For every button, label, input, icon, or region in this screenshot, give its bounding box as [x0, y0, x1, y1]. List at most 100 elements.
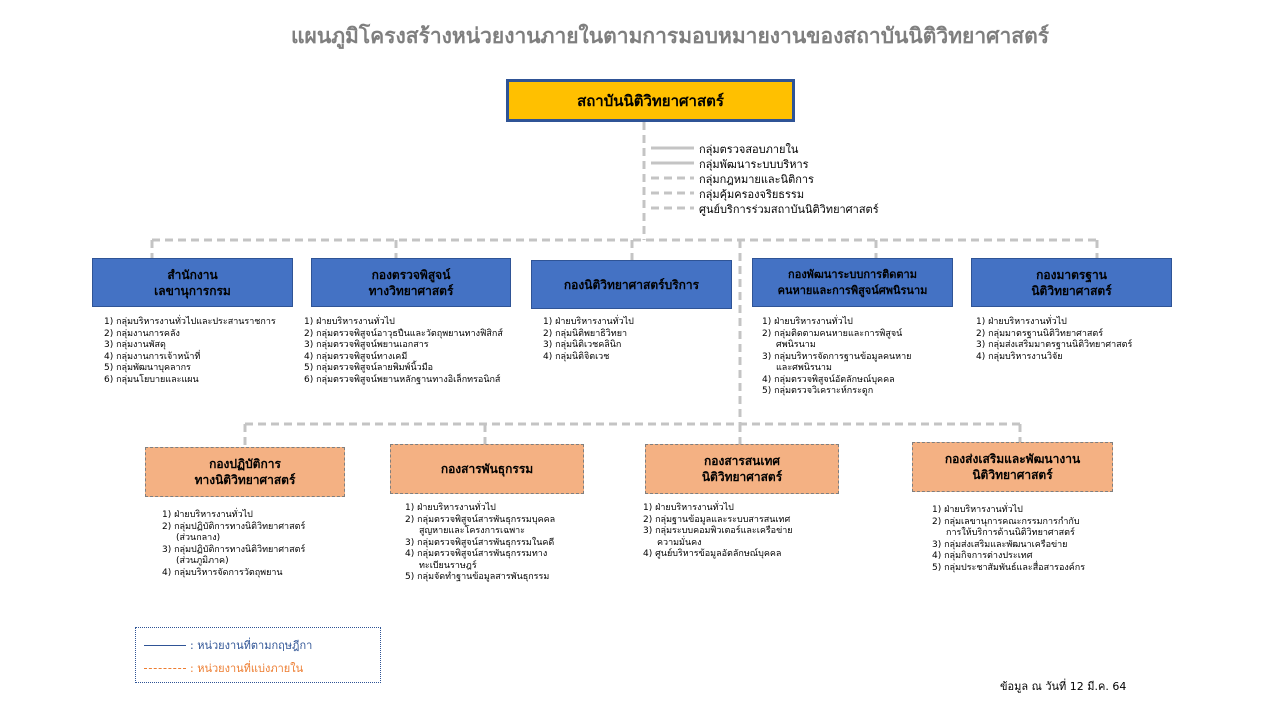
division-name-line1: กองนิติวิทยาศาสตร์บริการ	[563, 277, 700, 292]
aux-unit-list: กลุ่มตรวจสอบภายใน กลุ่มพัฒนาระบบบริหาร ก…	[699, 142, 879, 217]
division-box-secretariat: สำนักงาน เลขานุการกรม	[92, 258, 293, 307]
list-item: 3) กลุ่มส่งเสริมและพัฒนาเครือข่าย	[932, 539, 1068, 550]
division-box-promotion: กองส่งเสริมและพัฒนางาน นิติวิทยาศาสตร์	[912, 442, 1113, 492]
list-item: 1) ฝ่ายบริหารงานทั่วไป	[162, 510, 253, 520]
list-item: (ส่วนภูมิภาค)	[176, 556, 229, 566]
list-item: 4) กลุ่มตรวจพิสูจน์ทางเคมี	[304, 351, 408, 362]
list-item: และศพนิรนาม	[776, 363, 832, 373]
division-subunit-list: 1) ฝ่ายบริหารงานทั่วไป 2) กลุ่มเลขานุการ…	[932, 505, 1085, 574]
division-name-line2: นิติวิทยาศาสตร์	[1031, 283, 1112, 298]
list-item: ทะเบียนราษฎร์	[419, 560, 477, 571]
list-item: 1) ฝ่ายบริหารงานทั่วไป	[762, 317, 853, 327]
list-item: 2) กลุ่มปฏิบัติการทางนิติวิทยาศาสตร์	[162, 521, 306, 532]
division-box-information: กองสารสนเทศ นิติวิทยาศาสตร์	[645, 444, 839, 494]
root-node: สถาบันนิติวิทยาศาสตร์	[506, 79, 795, 122]
list-item: 1) ฝ่ายบริหารงานทั่วไป	[976, 317, 1067, 327]
list-item: 5) กลุ่มตรวจพิสูจน์ลายพิมพ์นิ้วมือ	[304, 363, 434, 373]
list-item: 2) กลุ่มนิติพยาธิวิทยา	[543, 328, 628, 339]
division-box-standards: กองมาตรฐาน นิติวิทยาศาสตร์	[971, 258, 1172, 307]
division-name-line1: กองมาตรฐาน	[1036, 267, 1107, 282]
division-subunit-list: 1) ฝ่ายบริหารงานทั่วไป 2) กลุ่มนิติพยาธิ…	[543, 317, 634, 363]
list-item: 5) กลุ่มตรวจวิเคราะห์กระดูก	[762, 386, 874, 396]
list-item: 4) กลุ่มนิติจิตเวช	[543, 351, 610, 362]
list-item: 4) กลุ่มกิจการต่างประเทศ	[932, 551, 1033, 561]
legend-item-solid: : หน่วยงานที่ตามกฤษฎีกา	[144, 636, 312, 654]
division-name-line2: เลขานุการกรม	[154, 283, 231, 298]
list-item: 3) กลุ่มตรวจพิสูจน์พยานเอกสาร	[304, 340, 429, 350]
list-item: 1) ฝ่ายบริหารงานทั่วไป	[304, 317, 395, 327]
division-box-operations: กองปฏิบัติการ ทางนิติวิทยาศาสตร์	[145, 447, 345, 497]
list-item: 3) กลุ่มส่งเสริมมาตรฐานนิติวิทยาศาสตร์	[976, 340, 1133, 350]
list-item: 3) กลุ่มตรวจพิสูจน์สารพันธุกรรมในคดี	[405, 537, 555, 548]
division-subunit-list: 1) ฝ่ายบริหารงานทั่วไป 2) กลุ่มมาตรฐานนิ…	[976, 317, 1132, 363]
list-item: สูญหายและโครงการเฉพาะ	[419, 526, 526, 536]
list-item: 1) กลุ่มบริหารงานทั่วไปและประสานราชการ	[104, 317, 276, 327]
division-name-line1: กองตรวจพิสูจน์	[371, 267, 451, 282]
division-box-missing-persons: กองพัฒนาระบบการติดตาม คนหายและการพิสูจน์…	[752, 258, 953, 307]
legend-item-dashed: : หน่วยงานที่แบ่งภายใน	[144, 659, 303, 677]
division-box-scientific-verification: กองตรวจพิสูจน์ ทางวิทยาศาสตร์	[311, 258, 511, 307]
list-item: 3) กลุ่มบริหารจัดการฐานข้อมูลคนหาย	[762, 351, 912, 362]
list-item: 4) กลุ่มงานการเจ้าหน้าที่	[104, 351, 201, 362]
division-name-line1: กองสารสนเทศ	[704, 454, 780, 468]
aux-unit: กลุ่มคุ้มครองจริยธรรม	[699, 188, 805, 201]
footer-date: ข้อมูล ณ วันที่ 12 มี.ค. 64	[1000, 680, 1127, 693]
list-item: 5) กลุ่มจัดทำฐานข้อมูลสารพันธุกรรม	[405, 572, 550, 582]
aux-unit: กลุ่มตรวจสอบภายใน	[699, 143, 799, 156]
list-item: ความมั่นคง	[657, 537, 702, 548]
list-item: 2) กลุ่มตรวจพิสูจน์สารพันธุกรรมบุคคล	[405, 514, 556, 525]
list-item: 3) กลุ่มงานพัสดุ	[104, 340, 166, 350]
legend-dashed-line	[144, 667, 186, 669]
list-item: 2) กลุ่มเลขานุการคณะกรรมการกำกับ	[932, 516, 1080, 527]
division-subunit-list: 1) ฝ่ายบริหารงานทั่วไป 2) กลุ่มฐานข้อมูล…	[643, 503, 793, 561]
division-name-line1: กองปฏิบัติการ	[209, 457, 281, 471]
division-name-line2: ทางวิทยาศาสตร์	[368, 283, 454, 298]
list-item: 4) กลุ่มบริหารจัดการวัตถุพยาน	[162, 567, 283, 578]
division-subunit-list: 1) ฝ่ายบริหารงานทั่วไป 2) กลุ่มปฏิบัติกา…	[162, 510, 305, 579]
list-item: 1) ฝ่ายบริหารงานทั่วไป	[543, 317, 634, 327]
division-subunit-list: 1) ฝ่ายบริหารงานทั่วไป 2) กลุ่มตรวจพิสูจ…	[304, 317, 503, 386]
division-name-line1: กองสารพันธุกรรม	[440, 462, 534, 476]
division-subunit-list: 1) กลุ่มบริหารงานทั่วไปและประสานราชการ 2…	[104, 317, 276, 386]
list-item: การให้บริการด้านนิติวิทยาศาสตร์	[946, 528, 1075, 538]
legend-dashed-label: : หน่วยงานที่แบ่งภายใน	[190, 662, 304, 675]
list-item: 2) กลุ่มงานการคลัง	[104, 328, 180, 339]
division-box-forensic-services: กองนิติวิทยาศาสตร์บริการ	[531, 260, 732, 309]
chart-title: แผนภูมิโครงสร้างหน่วยงานภายในตามการมอบหม…	[291, 24, 1049, 48]
aux-unit: กลุ่มกฎหมายและนิติการ	[699, 173, 814, 186]
list-item: 1) ฝ่ายบริหารงานทั่วไป	[405, 503, 496, 513]
list-item: 4) กลุ่มบริหารงานวิจัย	[976, 351, 1063, 362]
list-item: 4) กลุ่มตรวจพิสูจน์อัตลักษณ์บุคคล	[762, 374, 895, 385]
list-item: 4) ศูนย์บริหารข้อมูลอัตลักษณ์บุคคล	[643, 549, 782, 559]
division-name-line1: สำนักงาน	[167, 267, 218, 282]
division-name-line2: คนหายและการพิสูจน์ศพนิรนาม	[777, 283, 928, 297]
list-item: 6) กลุ่มตรวจพิสูจน์พยานหลักฐานทางอิเล็กท…	[304, 374, 501, 385]
division-name-line1: กองพัฒนาระบบการติดตาม	[788, 267, 917, 281]
list-item: 2) กลุ่มตรวจพิสูจน์อาวุธปืนและวัตถุพยานท…	[304, 328, 503, 339]
division-name-line1: กองส่งเสริมและพัฒนางาน	[944, 452, 1081, 466]
division-subunit-list: 1) ฝ่ายบริหารงานทั่วไป 2) กลุ่มติดตามคนห…	[762, 317, 911, 398]
division-name-line2: นิติวิทยาศาสตร์	[701, 470, 783, 484]
list-item: 5) กลุ่มประชาสัมพันธ์และสื่อสารองค์กร	[932, 562, 1086, 573]
legend-solid-line	[144, 644, 186, 646]
list-item: (ส่วนกลาง)	[176, 533, 221, 543]
list-item: 6) กลุ่มนโยบายและแผน	[104, 374, 199, 385]
list-item: 3) กลุ่มนิติเวชคลินิก	[543, 340, 622, 350]
legend-solid-label: : หน่วยงานที่ตามกฤษฎีกา	[190, 639, 313, 652]
list-item: 3) กลุ่มระบบคอมพิวเตอร์และเครือข่าย	[643, 526, 793, 536]
list-item: 2) กลุ่มมาตรฐานนิติวิทยาศาสตร์	[976, 328, 1104, 339]
list-item: 5) กลุ่มพัฒนาบุคลากร	[104, 363, 191, 373]
legend: : หน่วยงานที่ตามกฤษฎีกา : หน่วยงานที่แบ่…	[135, 627, 381, 683]
list-item: 2) กลุ่มติดตามคนหายและการพิสูจน์	[762, 328, 903, 339]
list-item: 3) กลุ่มปฏิบัติการทางนิติวิทยาศาสตร์	[162, 544, 306, 555]
list-item: 4) กลุ่มตรวจพิสูจน์สารพันธุกรรมทาง	[405, 549, 548, 559]
list-item: ศพนิรนาม	[776, 340, 816, 350]
aux-unit: กลุ่มพัฒนาระบบบริหาร	[699, 158, 809, 171]
list-item: 1) ฝ่ายบริหารงานทั่วไป	[932, 505, 1023, 515]
list-item: 2) กลุ่มฐานข้อมูลและระบบสารสนเทศ	[643, 514, 791, 525]
division-name-line2: ทางนิติวิทยาศาสตร์	[194, 473, 296, 487]
division-box-dna: กองสารพันธุกรรม	[390, 444, 584, 494]
division-name-line2: นิติวิทยาศาสตร์	[972, 468, 1053, 482]
list-item: 1) ฝ่ายบริหารงานทั่วไป	[643, 503, 734, 513]
